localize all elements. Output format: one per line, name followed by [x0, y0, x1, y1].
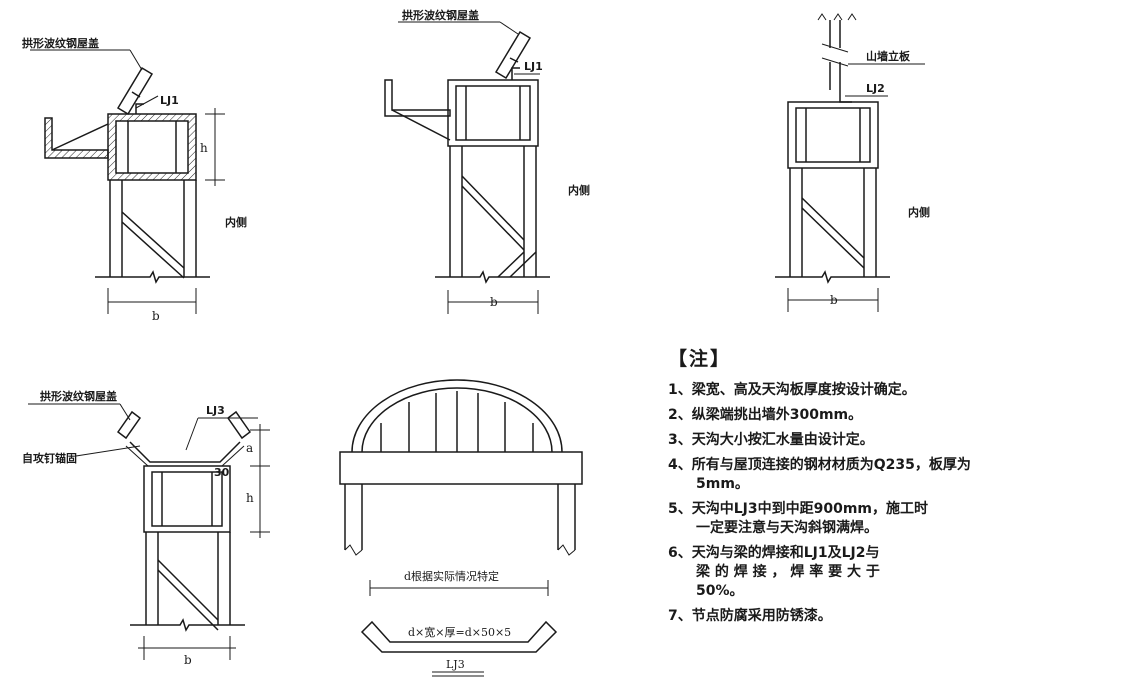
detail-1	[30, 49, 225, 314]
note-item: 4、所有与屋顶连接的钢材材质为Q235，板厚为 5mm。	[668, 456, 1123, 494]
label-lj3-size: d×宽×厚=d×50×5	[408, 625, 511, 639]
dim-b-3: b	[830, 293, 838, 307]
note-text: 4、所有与屋顶连接的钢材材质为Q235，板厚为	[668, 457, 971, 473]
notes-list: 1、梁宽、高及天沟板厚度按设计确定。 2、纵梁端挑出墙外300mm。 3、天沟大小按…	[668, 381, 1123, 626]
note-item: 3、天沟大小按汇水量由设计定。	[668, 431, 1123, 450]
note-item: 5、天沟中LJ3中到中距900mm，施工时一定要注意与天沟斜钢满焊。	[668, 500, 1123, 538]
label-lj3-title: LJ3	[446, 658, 465, 671]
detail-3	[775, 13, 925, 312]
label-lj1-2: LJ1	[524, 60, 543, 73]
label-inner-side-3: 内侧	[908, 205, 930, 219]
drawing-labels: 拱形波纹钢屋盖 LJ1 内侧 b h 拱形波纹钢屋盖 LJ1 内侧 b 山墙立板…	[22, 8, 930, 671]
dim-30: 30	[214, 466, 230, 479]
label-inner-side-1: 内侧	[225, 215, 247, 229]
dim-a: a	[246, 441, 253, 455]
label-gable-panel: 山墙立板	[866, 49, 911, 63]
note-continuation: 50%。	[696, 583, 744, 599]
note-text: 5、天沟中LJ3中到中距900mm，施工时	[668, 501, 929, 517]
dim-b-4: b	[184, 653, 192, 667]
label-lj2: LJ2	[866, 82, 885, 95]
note-text: 1、梁宽、高及天沟板厚度按设计确定。	[668, 382, 916, 398]
note-continuation: 一定要注意与天沟斜钢满焊。	[696, 520, 878, 536]
note-item: 7、节点防腐采用防锈漆。	[668, 607, 1123, 626]
dim-h-4: h	[246, 491, 254, 505]
detail-4	[28, 403, 270, 660]
label-d-note: d根据实际情况特定	[404, 569, 499, 583]
note-continuation: 梁 的 焊 接 ， 焊 率 要 大 于	[696, 564, 880, 580]
dim-h-1: h	[200, 141, 208, 155]
note-text: 7、节点防腐采用防锈漆。	[668, 608, 832, 624]
detail-2	[384, 21, 550, 314]
label-lj1-1: LJ1	[160, 94, 179, 107]
note-item: 2、纵梁端挑出墙外300mm。	[668, 406, 1123, 425]
label-roof-panel-1: 拱形波纹钢屋盖	[22, 36, 99, 50]
notes-panel: 【注】 1、梁宽、高及天沟板厚度按设计确定。 2、纵梁端挑出墙外300mm。 3、天…	[668, 344, 1123, 632]
notes-title: 【注】	[668, 348, 732, 370]
label-lj3: LJ3	[206, 404, 225, 417]
note-text: 6、天沟与梁的焊接和LJ1及LJ2与	[668, 545, 880, 561]
label-roof-panel-4: 拱形波纹钢屋盖	[40, 389, 117, 403]
label-self-tapping-screw: 自攻钉锚固	[22, 451, 77, 465]
detail-5	[339, 379, 583, 677]
note-text: 2、纵梁端挑出墙外300mm。	[668, 407, 863, 423]
note-continuation: 5mm。	[696, 476, 749, 492]
dim-b-2: b	[490, 295, 498, 309]
dim-b-1: b	[152, 309, 160, 323]
note-text: 3、天沟大小按汇水量由设计定。	[668, 432, 874, 448]
note-item: 6、天沟与梁的焊接和LJ1及LJ2与梁 的 焊 接 ， 焊 率 要 大 于 50%…	[668, 544, 1123, 601]
label-roof-panel-2: 拱形波纹钢屋盖	[402, 8, 479, 22]
note-item: 1、梁宽、高及天沟板厚度按设计确定。	[668, 381, 1123, 400]
label-inner-side-2: 内侧	[568, 183, 590, 197]
